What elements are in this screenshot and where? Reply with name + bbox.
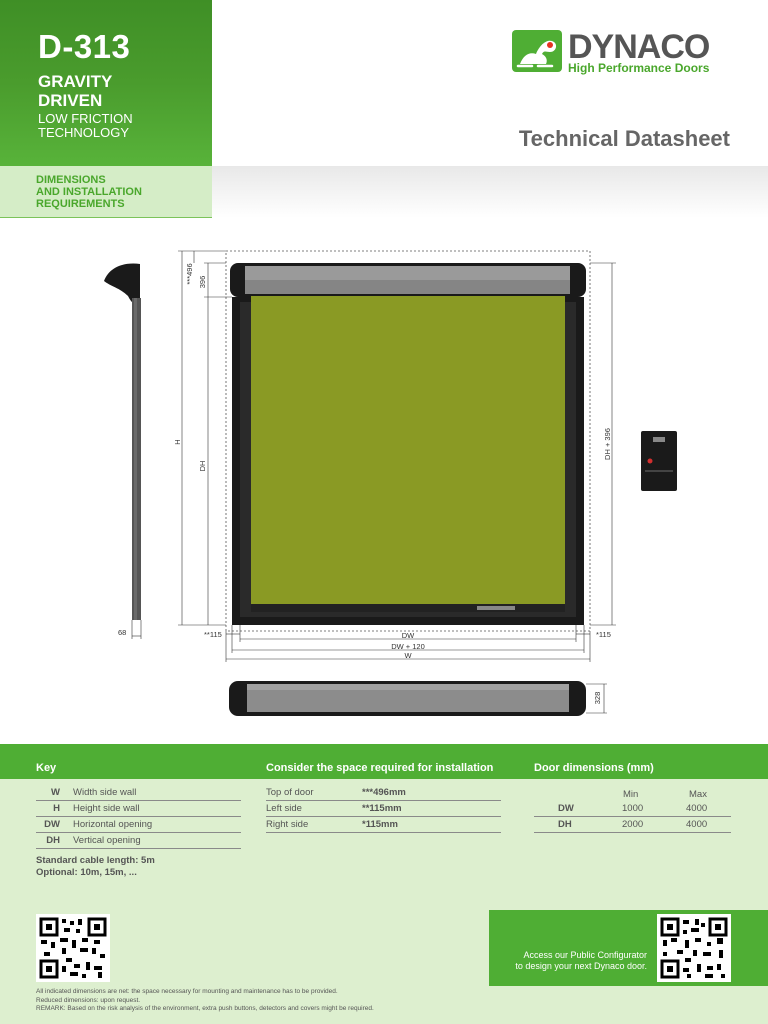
installation-label: Top of door xyxy=(266,787,314,798)
dim-label-dw: DW xyxy=(402,631,415,640)
door-dim-row: DH 2000 4000 xyxy=(534,817,731,833)
door-dim-max: 4000 xyxy=(686,803,708,814)
section-tab: DIMENSIONS AND INSTALLATION REQUIREMENTS xyxy=(0,166,212,218)
dim-label-post-68: 68 xyxy=(118,628,126,637)
installation-value: **115mm xyxy=(362,803,402,814)
key-code: W xyxy=(51,787,60,798)
door-dim-max: 4000 xyxy=(686,819,708,830)
dim-col-max: Max xyxy=(689,789,707,800)
configurator-text: Access our Public Configurator to design… xyxy=(499,950,647,972)
door-dim-min: 2000 xyxy=(622,819,644,830)
key-label: Vertical opening xyxy=(73,835,141,846)
key-row: H Height side wall xyxy=(36,801,241,817)
key-heading: Key xyxy=(36,762,57,774)
installation-row: Top of door ***496mm xyxy=(266,785,501,801)
subtitle-technology: LOW FRICTION TECHNOLOGY xyxy=(38,111,133,140)
key-row: DW Horizontal opening xyxy=(36,817,241,833)
dim-label-dw-120: DW + 120 xyxy=(391,642,425,651)
dim-label-h: H xyxy=(173,439,182,444)
key-label: Height side wall xyxy=(73,803,140,814)
door-curtain xyxy=(251,296,565,604)
subtitle-gravity-driven: GRAVITY DRIVEN xyxy=(38,72,113,110)
info-header-bar: Key Consider the space required for inst… xyxy=(0,744,768,779)
key-row: DH Vertical opening xyxy=(36,833,241,849)
dim-label-right-115: *115 xyxy=(596,630,611,639)
configurator-line1: Access our Public Configurator xyxy=(523,950,647,960)
key-row: W Width side wall xyxy=(36,785,241,801)
key-code: DH xyxy=(46,835,60,846)
door-dimensions-heading: Door dimensions (mm) xyxy=(534,762,654,774)
door-dim-min: 1000 xyxy=(622,803,644,814)
installation-area-outline xyxy=(225,250,591,632)
key-code: H xyxy=(53,803,60,814)
installation-label: Right side xyxy=(266,819,309,830)
key-label: Horizontal opening xyxy=(73,819,153,830)
installation-value: *115mm xyxy=(362,819,398,830)
door-dim-code: DW xyxy=(558,803,574,814)
side-post xyxy=(104,263,141,620)
header-title-block: D-313 GRAVITY DRIVEN LOW FRICTION TECHNO… xyxy=(0,0,212,166)
technical-drawing: H ***496 396 DH DH + 396 DW DW + 120 W *… xyxy=(104,250,677,716)
key-code: DW xyxy=(44,819,60,830)
installation-label: Left side xyxy=(266,803,302,814)
footnote: All indicated dimensions are net: the sp… xyxy=(36,988,338,995)
footnote: Reduced dimensions: upon request. xyxy=(36,996,141,1004)
dim-label-w: W xyxy=(404,651,412,660)
dim-label-left-115: **115 xyxy=(204,630,222,639)
dim-col-min: Min xyxy=(623,789,639,800)
brand-name: DYNACO xyxy=(568,28,710,66)
roll-section xyxy=(229,681,586,716)
configurator-box[interactable]: Access our Public Configurator to design… xyxy=(489,910,768,986)
document-title: Technical Datasheet xyxy=(518,126,730,151)
control-box xyxy=(641,431,677,491)
model-name: D-313 xyxy=(38,28,131,65)
door-assembly xyxy=(230,263,586,625)
frog-logo-icon xyxy=(512,30,562,72)
section-title: DIMENSIONS AND INSTALLATION REQUIREMENTS xyxy=(36,174,142,210)
door-dim-row: DW 1000 4000 xyxy=(534,801,731,817)
info-section: Key Consider the space required for inst… xyxy=(0,744,768,1024)
installation-heading: Consider the space required for installa… xyxy=(266,762,494,774)
cable-length-info: Standard cable length: 5m Optional: 10m,… xyxy=(36,855,155,879)
brand-tagline: High Performance Doors xyxy=(568,61,710,75)
dimension-lines xyxy=(131,250,616,714)
footnotes: All indicated dimensions are net: the sp… xyxy=(36,988,374,1014)
dim-label-dh: DH xyxy=(198,461,207,472)
door-dim-code: DH xyxy=(558,819,572,830)
dim-label-dh-396: DH + 396 xyxy=(603,428,612,460)
footnote: REMARK: Based on the risk analysis of th… xyxy=(36,1005,374,1012)
configurator-qr-icon[interactable] xyxy=(657,914,731,982)
header-band xyxy=(212,166,768,218)
installation-value: ***496mm xyxy=(362,787,406,798)
installation-row: Right side *115mm xyxy=(266,817,501,833)
cable-standard: Standard cable length: 5m xyxy=(36,855,155,866)
installation-row: Left side **115mm xyxy=(266,801,501,817)
key-label: Width side wall xyxy=(73,787,137,798)
dim-label-top-496: ***496 xyxy=(185,263,194,284)
configurator-line2: to design your next Dynaco door. xyxy=(515,961,647,971)
dim-label-roll-328: 328 xyxy=(593,692,602,705)
dim-label-396: 396 xyxy=(198,276,207,289)
qr-code-icon[interactable] xyxy=(36,914,110,982)
dynaco-logo: DYNACO High Performance Doors xyxy=(512,28,734,78)
cable-optional: Optional: 10m, 15m, ... xyxy=(36,867,137,878)
